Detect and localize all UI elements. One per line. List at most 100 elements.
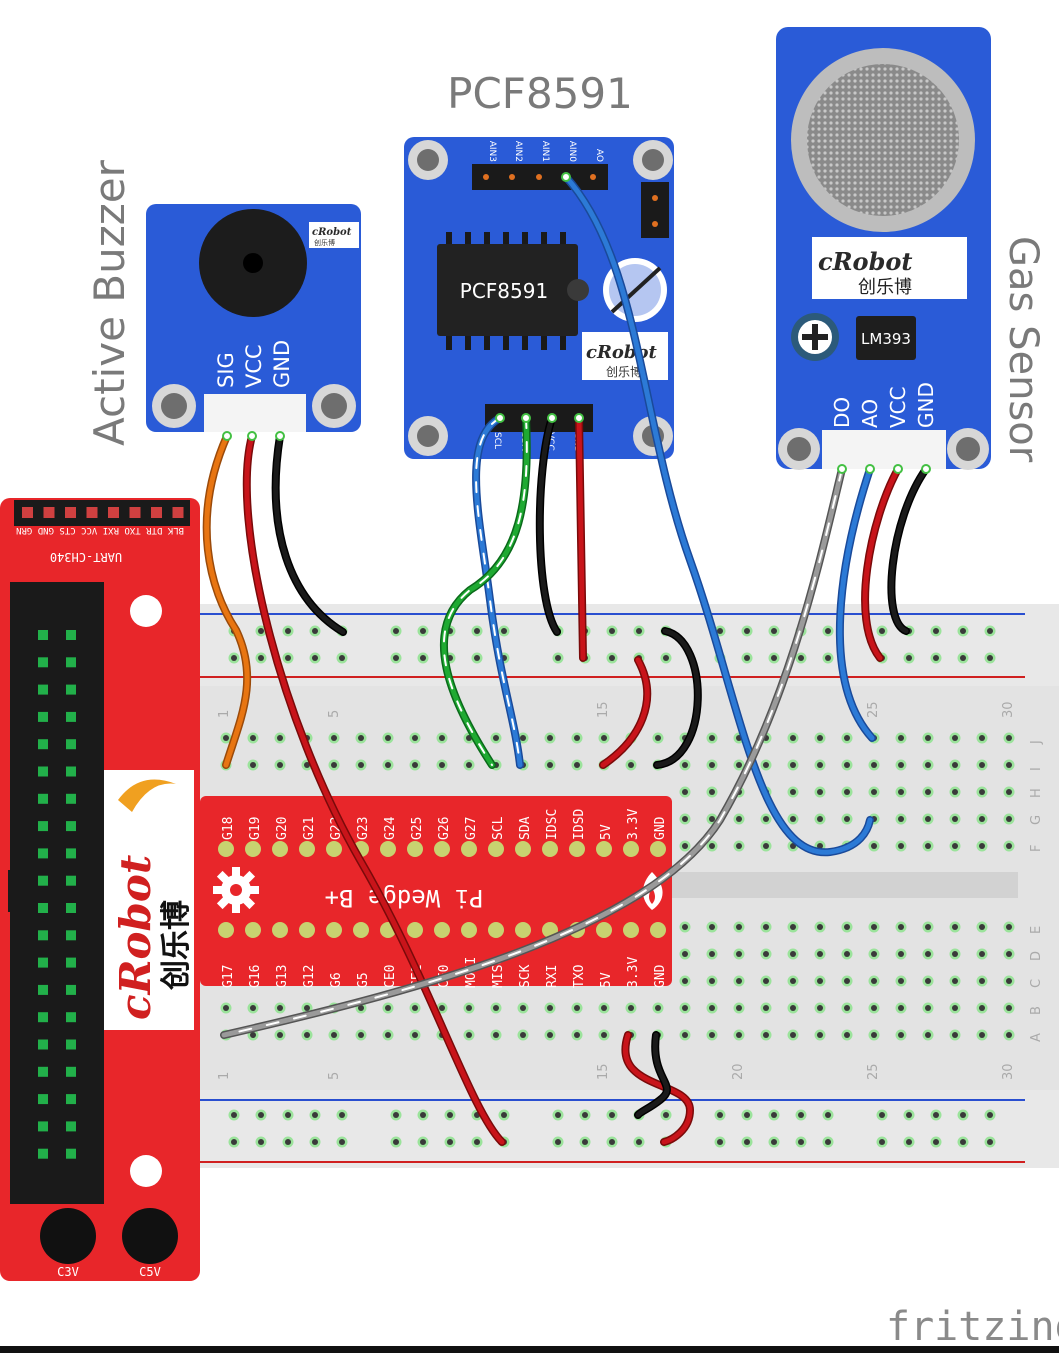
breadboard-hole-center bbox=[393, 1112, 399, 1118]
breadboard-hole-center bbox=[925, 735, 931, 741]
breadboard-hole-center bbox=[790, 951, 796, 957]
breadboard-hole-center bbox=[609, 1139, 615, 1145]
wedge-pin bbox=[461, 841, 477, 857]
breadboard-hole-center bbox=[925, 1032, 931, 1038]
breadboard-hole-center bbox=[798, 1112, 804, 1118]
breadboard-hole-center bbox=[790, 816, 796, 822]
wedge-pin bbox=[515, 841, 531, 857]
breadboard-hole-center bbox=[979, 762, 985, 768]
buzzer-brand-cn: 创乐博 bbox=[314, 238, 335, 247]
wedge-top-label: G19 bbox=[248, 817, 263, 840]
gpio-pin bbox=[38, 1121, 48, 1132]
breadboard-hole-center bbox=[655, 735, 661, 741]
breadboard-hole-center bbox=[933, 1112, 939, 1118]
breadboard-hole-center bbox=[231, 655, 237, 661]
gpio-pin bbox=[66, 793, 76, 804]
breadboard-hole-center bbox=[1006, 843, 1012, 849]
breadboard-hole-center bbox=[547, 1005, 553, 1011]
breadboard-hole-center bbox=[312, 1112, 318, 1118]
breadboard-hole-center bbox=[493, 1032, 499, 1038]
gpio-pin bbox=[66, 848, 76, 859]
breadboard-hole-center bbox=[790, 924, 796, 930]
breadboard-hole-center bbox=[736, 762, 742, 768]
breadboard-hole-center bbox=[925, 951, 931, 957]
breadboard-hole-center bbox=[636, 1139, 642, 1145]
row-letter: E bbox=[1029, 926, 1044, 934]
breadboard-hole-center bbox=[609, 655, 615, 661]
breadboard-hole-center bbox=[771, 1139, 777, 1145]
breadboard-hole-center bbox=[925, 789, 931, 795]
breadboard-hole-center bbox=[744, 1139, 750, 1145]
breadboard-hole-center bbox=[574, 762, 580, 768]
gpio-pin bbox=[66, 903, 76, 913]
breadboard-hole-center bbox=[385, 1005, 391, 1011]
col-number: 25 bbox=[866, 701, 881, 718]
breadboard-hole-center bbox=[393, 1139, 399, 1145]
breadboard-hole-center bbox=[763, 843, 769, 849]
breadboard-hole-center bbox=[709, 789, 715, 795]
breadboard-hole-center bbox=[844, 735, 850, 741]
gpio-pin bbox=[38, 1094, 48, 1105]
breadboard-hole-center bbox=[493, 735, 499, 741]
breadboard-hole-center bbox=[501, 1112, 507, 1118]
breadboard-hole-center bbox=[358, 1005, 364, 1011]
breadboard-hole-center bbox=[1006, 816, 1012, 822]
breadboard-hole-center bbox=[277, 762, 283, 768]
breadboard-hole-center bbox=[493, 1005, 499, 1011]
breadboard-hole-center bbox=[925, 978, 931, 984]
breadboard-hole-center bbox=[250, 1032, 256, 1038]
breadboard-hole-center bbox=[879, 1112, 885, 1118]
breadboard-hole-center bbox=[744, 1112, 750, 1118]
breadboard-hole-center bbox=[574, 735, 580, 741]
breadboard-hole-center bbox=[844, 951, 850, 957]
breadboard-hole-center bbox=[466, 1005, 472, 1011]
breadboard-hole-center bbox=[952, 789, 958, 795]
breadboard-hole-center bbox=[1006, 789, 1012, 795]
buzzer-connector bbox=[204, 394, 306, 432]
breadboard-hole-center bbox=[574, 1005, 580, 1011]
uart-label: UART-CH340 bbox=[50, 550, 122, 564]
breadboard-hole-center bbox=[871, 978, 877, 984]
breadboard-hole-center bbox=[925, 762, 931, 768]
wedge-pin bbox=[623, 922, 639, 938]
wedge-pin bbox=[650, 922, 666, 938]
row-letter: J bbox=[1029, 740, 1044, 745]
breadboard-hole-center bbox=[798, 655, 804, 661]
wedge-pins bbox=[218, 841, 666, 938]
wedge-pin bbox=[326, 922, 342, 938]
wedge-top-label: G27 bbox=[464, 817, 479, 840]
breadboard-hole-center bbox=[655, 1005, 661, 1011]
breadboard-hole-center bbox=[763, 816, 769, 822]
breadboard-hole-center bbox=[258, 655, 264, 661]
breadboard-hole-center bbox=[979, 978, 985, 984]
breadboard-hole-center bbox=[952, 762, 958, 768]
breadboard-hole-center bbox=[1006, 1032, 1012, 1038]
breadboard-hole-center bbox=[547, 762, 553, 768]
breadboard-hole-center bbox=[547, 1032, 553, 1038]
breadboard-hole-center bbox=[555, 655, 561, 661]
breadboard-hole-center bbox=[682, 1032, 688, 1038]
breadboard-hole-center bbox=[898, 1032, 904, 1038]
wedge-bottom-label: 3.3V bbox=[626, 957, 641, 988]
breadboard-hole-center bbox=[555, 1139, 561, 1145]
breadboard-hole-center bbox=[898, 789, 904, 795]
gas-connector bbox=[822, 430, 946, 469]
wedge-pin bbox=[218, 922, 234, 938]
breadboard-hole-center bbox=[1006, 762, 1012, 768]
breadboard-hole-center bbox=[277, 1005, 283, 1011]
breadboard-hole-center bbox=[979, 924, 985, 930]
breadboard-hole-center bbox=[763, 1032, 769, 1038]
lm393-label: LM393 bbox=[861, 330, 911, 348]
bottom-border bbox=[0, 1346, 1059, 1353]
wedge-top-label: 3.3V bbox=[626, 809, 641, 840]
breadboard-hole-center bbox=[331, 1032, 337, 1038]
wedge-pin bbox=[461, 922, 477, 938]
gpio-header-connector bbox=[10, 582, 104, 1204]
gas-pin-do: DO bbox=[830, 397, 854, 428]
breadboard-hole-center bbox=[339, 655, 345, 661]
header-pin bbox=[129, 507, 141, 518]
breadboard-hole-center bbox=[601, 1005, 607, 1011]
breadboard-hole-center bbox=[871, 789, 877, 795]
header-pin bbox=[151, 507, 162, 518]
breadboard-hole-center bbox=[736, 1032, 742, 1038]
